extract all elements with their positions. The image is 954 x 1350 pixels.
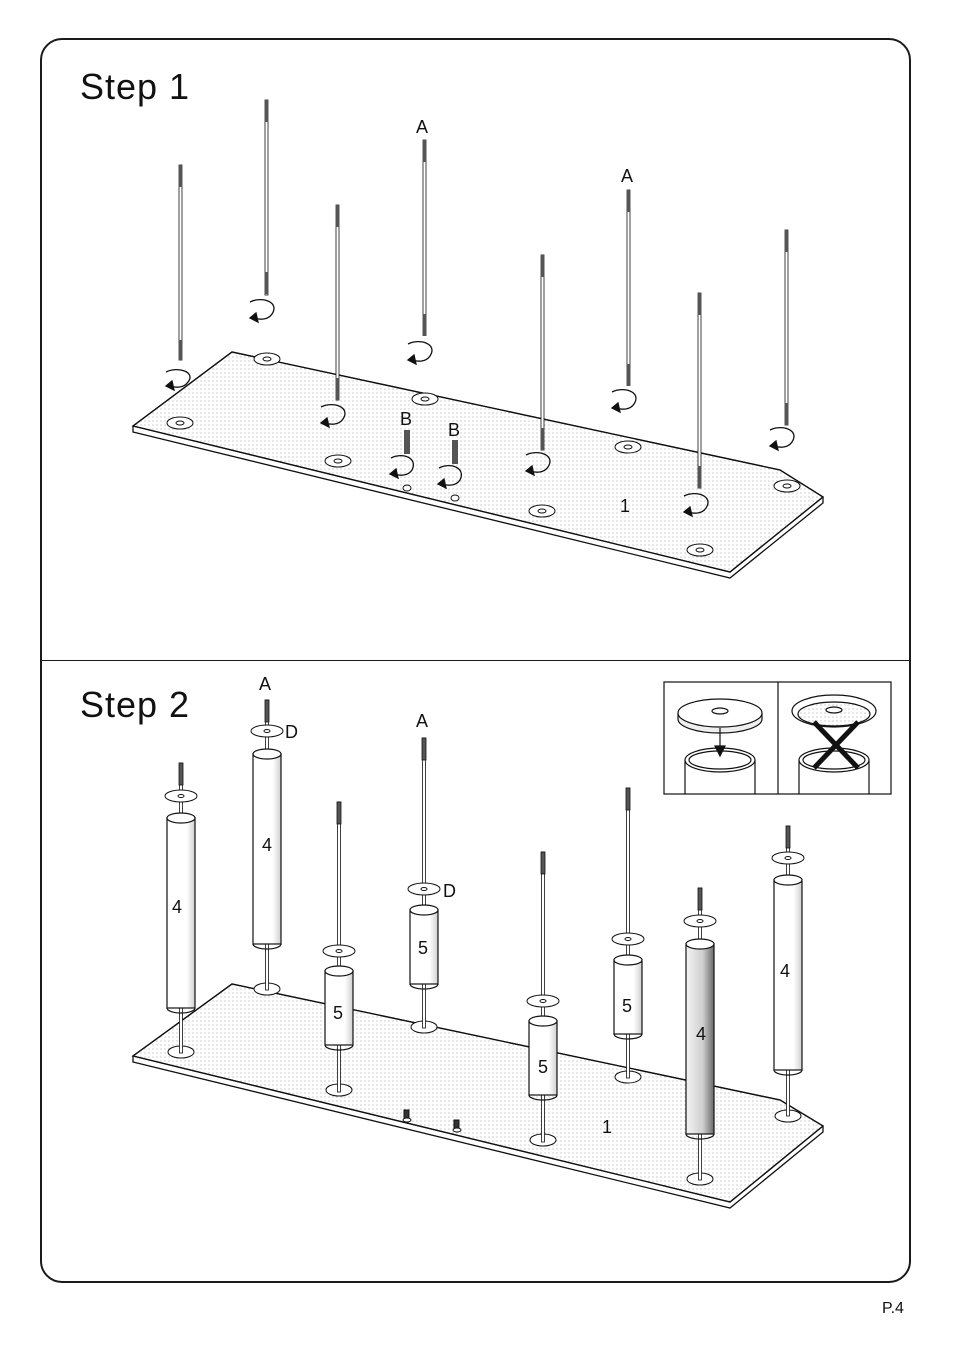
bolt-b-label: B xyxy=(448,420,460,440)
rod-a-label: A xyxy=(416,117,428,137)
rod xyxy=(785,230,789,425)
panel-label: 1 xyxy=(602,1117,612,1137)
rod-a-label: A xyxy=(416,711,428,731)
step1-panel xyxy=(133,352,823,578)
tube-5-label: 5 xyxy=(333,1003,343,1023)
rod xyxy=(423,140,427,336)
step1-drawing: A A B B 1 xyxy=(133,100,823,578)
rod xyxy=(336,205,340,400)
rod xyxy=(627,190,631,386)
panel-label: 1 xyxy=(620,496,630,516)
bolt xyxy=(452,440,458,464)
rod xyxy=(698,293,702,488)
washer-d-label: D xyxy=(443,881,456,901)
rod xyxy=(265,100,269,295)
rod xyxy=(541,255,545,450)
tube-5-label: 5 xyxy=(622,996,632,1016)
tube-4-label: 4 xyxy=(780,961,790,981)
step2-drawing: A A D D 4 4 4 4 5 5 5 5 1 xyxy=(133,674,891,1208)
step2-panel xyxy=(133,984,823,1208)
page-number: P.4 xyxy=(882,1300,904,1318)
tube-5-label: 5 xyxy=(418,938,428,958)
washer-orientation-inset xyxy=(664,682,891,794)
rod-a-label: A xyxy=(259,674,271,694)
tube-4-label: 4 xyxy=(696,1024,706,1044)
rod xyxy=(179,165,183,360)
bolt-b-label: B xyxy=(400,409,412,429)
tube-4-label: 4 xyxy=(172,897,182,917)
washer-d-label: D xyxy=(285,722,298,742)
bolt xyxy=(404,430,410,454)
tube-4-label: 4 xyxy=(262,835,272,855)
rod-a-label: A xyxy=(621,166,633,186)
tube-5-label: 5 xyxy=(538,1057,548,1077)
